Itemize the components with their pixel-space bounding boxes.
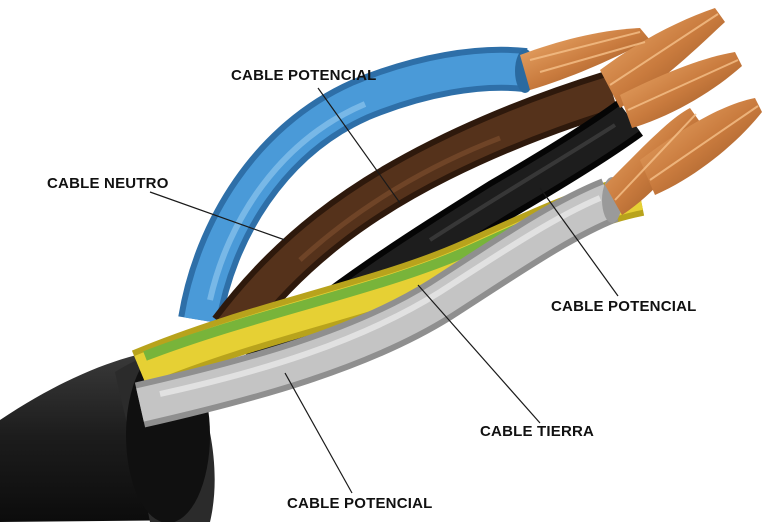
leader-lines [149, 87, 619, 494]
label-cable-potencial-right: CABLE POTENCIAL [551, 298, 697, 315]
leader-neutro [149, 191, 286, 241]
label-cable-potencial-bottom: CABLE POTENCIAL [287, 495, 433, 512]
label-cable-potencial-top: CABLE POTENCIAL [231, 67, 377, 84]
brown-wire [212, 70, 619, 344]
copper-strands [520, 8, 762, 215]
leader-potencial-top [317, 87, 401, 204]
leader-potencial-right [539, 187, 619, 297]
label-cable-tierra: CABLE TIERRA [480, 423, 595, 440]
leader-potencial-bottom [284, 372, 353, 494]
label-cable-neutro: CABLE NEUTRO [47, 175, 169, 192]
leader-tierra [417, 284, 541, 424]
